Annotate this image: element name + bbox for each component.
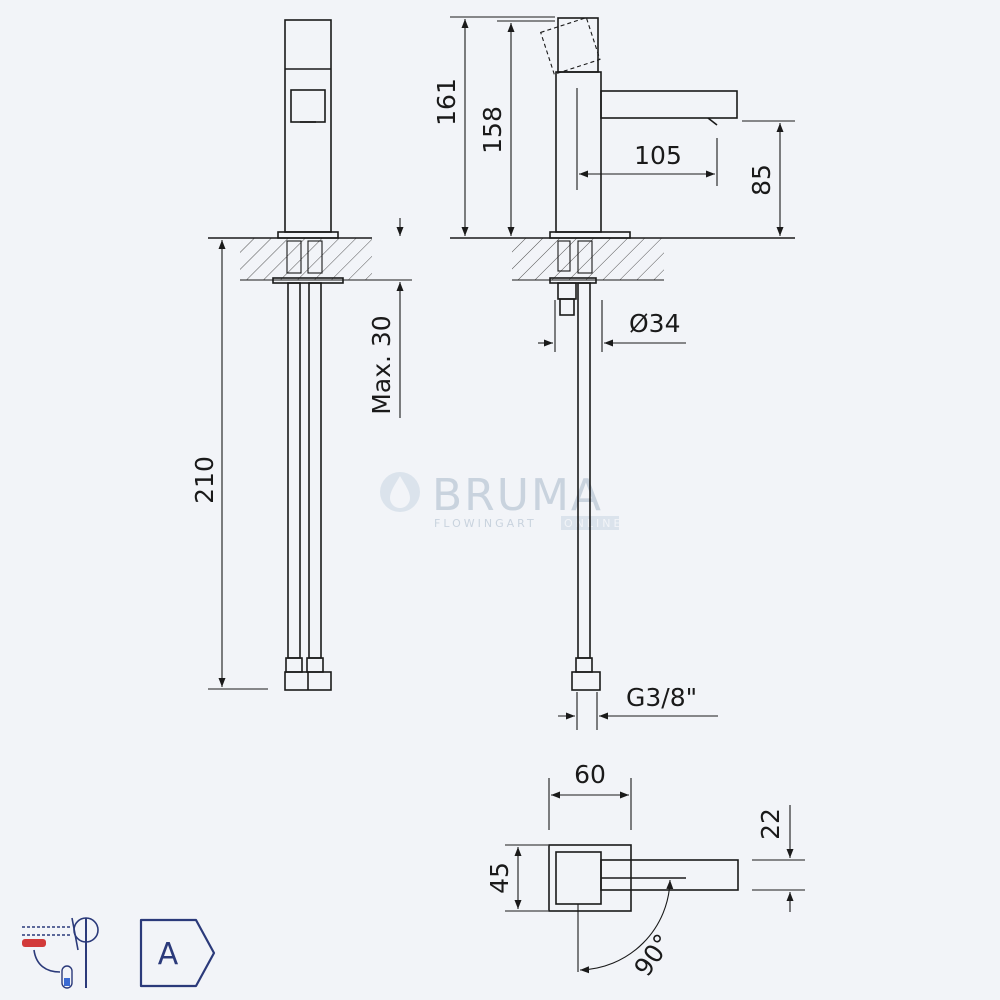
dim-22: 22 [752,805,805,912]
aerator-outlet-front [290,89,326,123]
dim-diameter-34-label: Ø34 [629,309,681,338]
energy-class-badge: A [139,918,216,988]
dim-105: 105 [579,138,718,186]
lever-handle [557,17,599,73]
faucet-body-front [284,19,332,233]
dim-158-label: 158 [478,106,507,154]
side-view [450,16,795,691]
dim-158: 158 [478,20,555,236]
supply-hose-right [308,282,322,659]
hot-cold-water-icon [22,917,99,989]
counter-section-side [512,238,664,280]
top-view [548,844,739,912]
dim-85-label: 85 [747,164,776,196]
brand-name: BRUMA [432,470,603,521]
counter-section-front [240,238,372,280]
dim-60-label: 60 [574,760,606,789]
dim-g38: G3/8" [558,683,718,730]
dim-210-label: 210 [190,456,219,504]
lever-handle-rotated [539,16,601,75]
dim-45: 45 [485,844,548,912]
dim-angle-90: 90° [577,879,678,982]
dim-161: 161 [432,16,555,236]
dim-max-30-label: Max. 30 [367,315,396,414]
body-top [555,851,602,905]
dim-angle-90-label: 90° [628,929,677,982]
drop-icon [380,472,420,512]
supply-hose-left [287,282,301,659]
brand-tagline: FLOWINGART [434,517,537,530]
faucet-body-side [555,71,602,233]
dim-g38-label: G3/8" [626,683,697,712]
dim-105-label: 105 [634,141,682,170]
energy-class-label: A [158,937,179,972]
dim-22-label: 22 [756,808,785,840]
dim-210: 210 [190,240,268,690]
dim-60: 60 [548,760,632,830]
dim-161-label: 161 [432,78,461,126]
brand-tagline-suffix: ONLINE [564,517,623,530]
dim-45-label: 45 [485,862,514,894]
spout [600,90,738,119]
dim-diameter-34: Ø34 [538,300,686,352]
dim-85: 85 [742,120,795,236]
front-view [208,19,372,691]
brand-watermark: BRUMA FLOWINGART ONLINE [380,470,623,530]
dim-max-30: Max. 30 [367,218,412,418]
